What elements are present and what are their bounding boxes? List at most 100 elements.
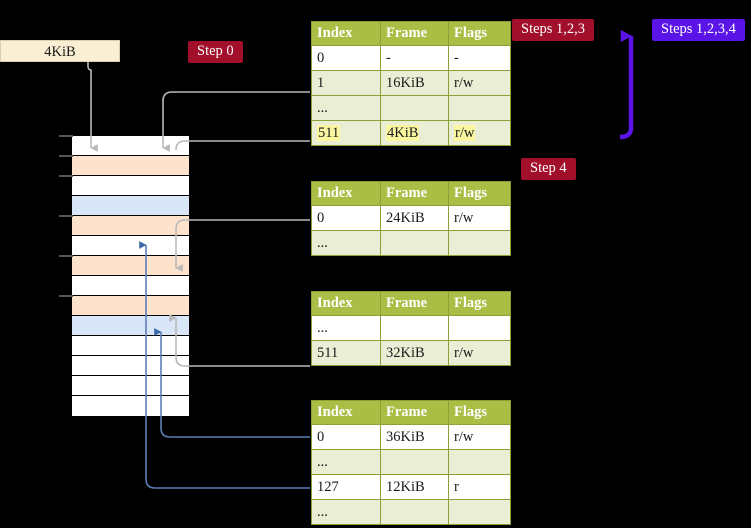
cell-frame: 12KiB <box>380 474 449 500</box>
cell-flags <box>448 315 511 341</box>
cell-index-text: ... <box>317 453 328 470</box>
cell-index-text: 0 <box>317 49 325 66</box>
cell-index: ... <box>311 499 381 525</box>
cell-index-text: 511 <box>317 344 339 361</box>
cell-frame: 24KiB <box>380 205 449 231</box>
table-row: 0 36KiB r/w <box>311 424 511 450</box>
column-header-flags: Flags <box>448 21 511 46</box>
cell-frame <box>380 230 449 256</box>
memory-row <box>72 256 189 276</box>
cell-frame <box>380 499 449 525</box>
column-header-flags: Flags <box>448 400 511 425</box>
cell-flags: r/w <box>448 340 511 366</box>
cell-index: 0 <box>311 45 381 71</box>
cell-flags-text: r/w <box>454 209 474 226</box>
memory-row <box>72 316 189 336</box>
step-4-badge: Step 4 <box>521 158 576 180</box>
cell-flags: r/w <box>448 424 511 450</box>
column-header-frame: Frame <box>380 400 449 425</box>
step-4-badge-text: Step 4 <box>530 160 567 176</box>
memory-tick <box>59 255 73 257</box>
cell-flags-text: r <box>454 478 459 495</box>
memory-row <box>72 136 189 156</box>
memory-row <box>72 356 189 376</box>
pml4-table: Index Frame Flags 0 - - 1 16KiB r/w ... <box>310 20 511 147</box>
cell-flags: r <box>448 474 511 500</box>
column-header-index: Index <box>311 291 381 316</box>
column-header-flags: Flags <box>448 181 511 206</box>
cell-frame: 36KiB <box>380 424 449 450</box>
cell-index: 127 <box>311 474 381 500</box>
cell-frame <box>380 449 449 475</box>
column-header-frame: Frame <box>380 21 449 46</box>
cell-flags <box>448 449 511 475</box>
column-header-flags: Flags <box>448 291 511 316</box>
memory-tick <box>59 135 73 137</box>
cell-flags <box>448 95 511 121</box>
cell-flags: - <box>448 45 511 71</box>
cell-index: ... <box>311 315 381 341</box>
steps-1234-badge-text: Steps 1,2,3,4 <box>661 21 736 37</box>
cell-index: 1 <box>311 70 381 96</box>
cell-index-text: 1 <box>317 74 325 91</box>
connector-pdp-to-memory <box>175 219 310 272</box>
table-row: 1 16KiB r/w <box>311 70 511 96</box>
cell-frame-text: 12KiB <box>386 478 425 495</box>
cell-index-text: ... <box>317 319 328 336</box>
cell-index-text: ... <box>317 99 328 116</box>
memory-row <box>72 216 189 236</box>
memory-row <box>72 176 189 196</box>
pt-table: Index Frame Flags 0 36KiB r/w ... 127 <box>310 399 511 526</box>
cell-index: 511 <box>311 340 381 366</box>
cell-frame <box>380 315 449 341</box>
step-0-badge-text: Step 0 <box>197 43 234 59</box>
cell-index: ... <box>311 449 381 475</box>
cell-index-text: 127 <box>317 478 339 495</box>
table-row: ... <box>311 95 511 121</box>
cell-frame: - <box>380 45 449 71</box>
memory-row <box>72 236 189 256</box>
table-row: ... <box>311 449 511 475</box>
table-header-row: Index Frame Flags <box>311 400 511 425</box>
cell-frame <box>380 95 449 121</box>
memory-row <box>72 296 189 316</box>
cell-frame-text: 16KiB <box>386 74 425 91</box>
cell-index-text: ... <box>317 503 328 520</box>
cell-flags-text: r/w <box>454 428 474 445</box>
cell-index: 0 <box>311 205 381 231</box>
memory-row <box>72 396 189 416</box>
cell-index: 0 <box>311 424 381 450</box>
cell-frame: 4KiB <box>380 120 449 146</box>
table-header-row: Index Frame Flags <box>311 291 511 316</box>
cell-index-text: 0 <box>317 209 325 226</box>
table-row: 0 - - <box>311 45 511 71</box>
cell-index-text: 511 <box>317 124 341 141</box>
memory-tick <box>59 155 73 157</box>
cell-frame-text: 4KiB <box>386 124 420 141</box>
memory-row <box>72 376 189 396</box>
cell-frame-text: 36KiB <box>386 428 425 445</box>
memory-row <box>72 336 189 356</box>
connector-pd-to-memory <box>169 314 310 367</box>
table-row: 511 4KiB r/w <box>311 120 511 146</box>
memory-tick <box>59 215 73 217</box>
cell-frame-text: 24KiB <box>386 209 425 226</box>
connector-recursive-mapping-arrow <box>619 30 634 140</box>
table-row: 511 32KiB r/w <box>311 340 511 366</box>
mem-size-label: 4KiB <box>0 40 120 62</box>
cell-flags <box>448 230 511 256</box>
mem-size-label-text: 4KiB <box>44 44 76 60</box>
memory-row <box>72 276 189 296</box>
cell-index: ... <box>311 95 381 121</box>
cell-flags: r/w <box>448 120 511 146</box>
table-row: ... <box>311 315 511 341</box>
physical-memory-column <box>71 135 190 416</box>
table-row: ... <box>311 230 511 256</box>
cell-flags-text: r/w <box>454 74 474 91</box>
steps-1234-badge: Steps 1,2,3,4 <box>652 19 745 41</box>
cell-flags: r/w <box>448 70 511 96</box>
cell-frame-text: - <box>386 49 391 66</box>
memory-row <box>72 196 189 216</box>
cell-index: 511 <box>311 120 381 146</box>
